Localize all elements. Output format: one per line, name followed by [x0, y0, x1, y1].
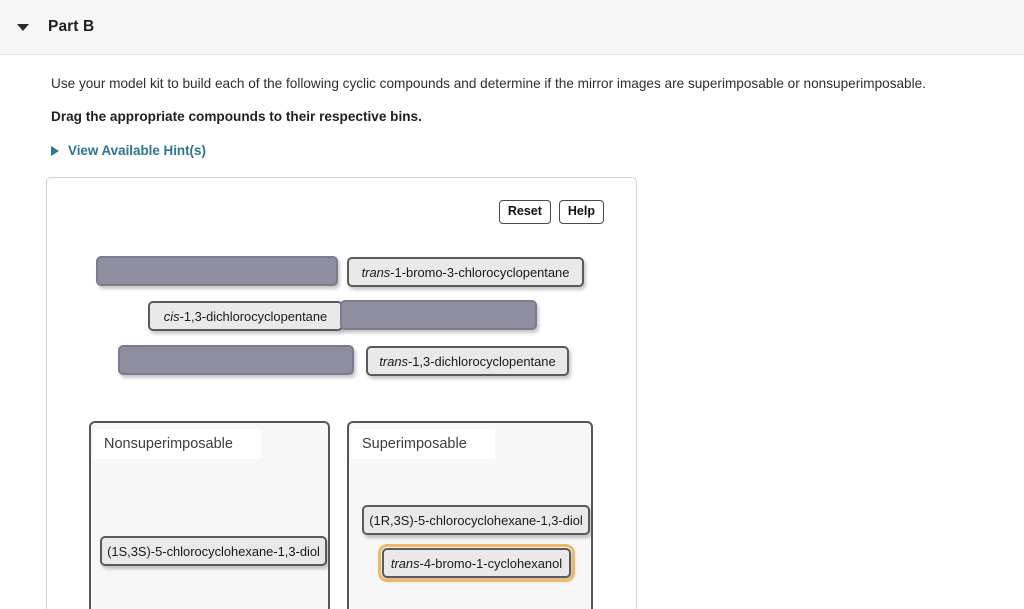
bin-items: (1S,3S)-5-chlorocyclohexane-1,3-diol	[91, 459, 328, 609]
placed-compound-tile[interactable]: (1S,3S)-5-chlorocyclohexane-1,3-diol	[100, 536, 327, 567]
bin-label: Superimposable	[351, 429, 495, 460]
help-button[interactable]: Help	[558, 200, 604, 224]
caret-down-icon[interactable]	[17, 23, 29, 31]
part-header[interactable]: Part B	[0, 0, 1024, 55]
placed-compound-tile[interactable]: trans-4-bromo-1-cyclohexanol	[378, 544, 575, 583]
bin-label: Nonsuperimposable	[93, 429, 261, 460]
caret-right-icon[interactable]	[51, 145, 59, 156]
italic-stereo-prefix: trans	[379, 353, 409, 369]
instruction-primary: Use your model kit to build each of the …	[51, 76, 926, 91]
answer-container: Reset Help trans-1-bromo-3-chlorocyclope…	[46, 177, 637, 609]
italic-stereo-prefix: trans	[390, 555, 420, 571]
bin-superimposable[interactable]: Superimposable(1R,3S)-5-chlorocyclohexan…	[347, 421, 593, 609]
instruction-task: Drag the appropriate compounds to their …	[51, 109, 422, 125]
page-title: Part B	[48, 18, 95, 35]
reset-button[interactable]: Reset	[498, 200, 551, 224]
draggable-compound-tile[interactable]: cis-1,3-dichlorocyclopentane	[148, 301, 343, 332]
placed-compound-tile[interactable]: (1R,3S)-5-chlorocyclohexane-1,3-diol	[362, 505, 590, 536]
question-body: Use your model kit to build each of the …	[0, 75, 1024, 609]
italic-stereo-prefix: trans	[361, 264, 391, 280]
bin-items: (1R,3S)-5-chlorocyclohexane-1,3-diol tran…	[349, 459, 591, 609]
draggable-compound-tile[interactable]: trans-1,3-dichlorocyclopentane	[366, 346, 569, 377]
italic-stereo-prefix: cis	[163, 308, 180, 324]
bin-nonsuperimposable[interactable]: Nonsuperimposable (1S,3S)-5-chlorocyclohe…	[89, 421, 330, 609]
empty-drop-slot[interactable]	[340, 300, 537, 331]
empty-drop-slot[interactable]	[118, 345, 354, 376]
view-hints-link[interactable]: View Available Hint(s)	[68, 143, 206, 159]
view-hints-row[interactable]: View Available Hint(s)	[51, 143, 1024, 158]
empty-drop-slot[interactable]	[96, 256, 338, 287]
tool-buttons: Reset Help	[498, 200, 604, 224]
draggable-compound-tile[interactable]: trans-1-bromo-3-chlorocyclopentane	[347, 257, 584, 288]
